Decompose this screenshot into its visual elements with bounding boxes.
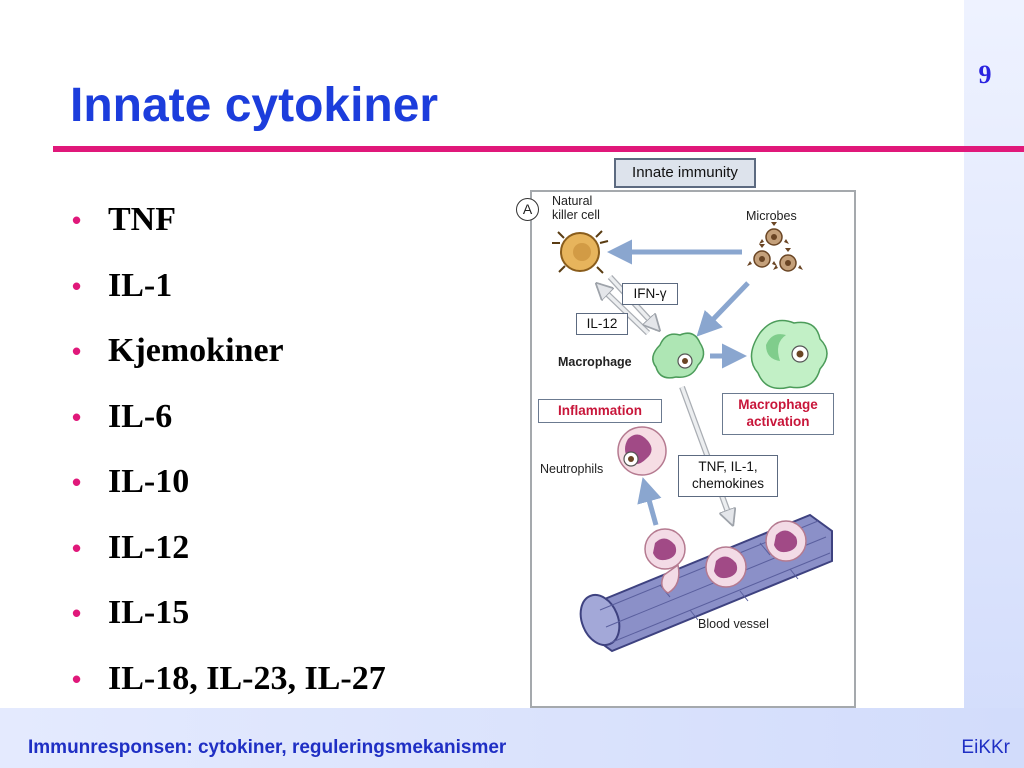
bullet-dot-icon: • [72, 336, 82, 366]
side-band [964, 0, 1024, 768]
ifn-gamma-label: IFN-γ [622, 283, 678, 305]
bullet-dot-icon: • [72, 205, 82, 235]
bullet-text: IL-1 [108, 266, 173, 304]
bullet-item: • IL-18, IL-23, IL-27 [72, 657, 386, 723]
neutrophils-label: Neutrophils [540, 462, 604, 476]
macrophage-activation-label: Macrophage activation [722, 393, 834, 435]
macrophage-label: Macrophage [558, 355, 632, 369]
footer-author: EiKKr [961, 737, 1010, 758]
microbe-to-macrophage-arrow [696, 281, 750, 337]
cytokines-label-line1: TNF, IL-1, [698, 459, 758, 474]
bullet-item: • TNF [72, 198, 386, 264]
title-underline [53, 146, 1024, 152]
nk-cell-label-line2: killer cell [552, 208, 600, 222]
nk-cell-label-line1: Natural [552, 194, 593, 208]
bullet-dot-icon: • [72, 598, 82, 628]
bullet-text: IL-12 [108, 528, 190, 566]
bullet-item: • IL-10 [72, 460, 386, 526]
microbes-label: Microbes [746, 209, 797, 223]
bullet-dot-icon: • [72, 467, 82, 497]
cytokines-label: TNF, IL-1, chemokines [678, 455, 778, 497]
slide-title: Innate cytokiner [70, 79, 439, 132]
figure-header: Innate immunity [614, 158, 756, 188]
figure-illustration [552, 222, 833, 653]
footer-band [0, 708, 1024, 768]
bullet-item: • IL-6 [72, 395, 386, 461]
bullet-item: • IL-1 [72, 264, 386, 330]
activated-macrophage-icon [750, 319, 828, 390]
natural-killer-cell-icon [552, 230, 609, 274]
blood-vessel-label: Blood vessel [698, 617, 769, 631]
blood-vessel-icon [579, 513, 833, 653]
bullet-dot-icon: • [72, 270, 82, 301]
bullet-text: IL-15 [108, 594, 190, 631]
bullet-text: IL-6 [108, 397, 173, 435]
activation-label-line1: Macrophage [738, 397, 818, 412]
innate-immunity-figure: Innate immunity A [510, 155, 856, 710]
il12-label: IL-12 [576, 313, 628, 335]
cytokines-label-line2: chemokines [691, 476, 765, 491]
slide-number: 9 [978, 60, 992, 89]
microbes-icon [747, 222, 803, 272]
bullet-text: TNF [108, 201, 176, 238]
bullet-dot-icon: • [72, 663, 82, 694]
nk-cell-label: Natural killer cell [552, 194, 600, 222]
bullet-text: Kjemokiner [108, 332, 284, 369]
bullet-text: IL-10 [108, 463, 190, 500]
bullet-item: • Kjemokiner [72, 329, 386, 395]
bullet-item: • IL-12 [72, 526, 386, 592]
vessel-to-neutrophil-arrow [637, 477, 662, 526]
bullet-item: • IL-15 [72, 591, 386, 657]
bullet-list: • TNF • IL-1 • Kjemokiner • IL-6 • IL-10 • IL-… [72, 198, 386, 722]
macrophage-icon [652, 332, 705, 379]
footer-course-title: Immunresponsen: cytokiner, reguleringsme… [28, 737, 507, 758]
bullet-text: IL-18, IL-23, IL-27 [108, 659, 386, 697]
activation-label-line2: activation [746, 414, 810, 429]
panel-marker: A [516, 198, 539, 221]
neutrophil-icon [617, 426, 667, 476]
bullet-dot-icon: • [72, 532, 82, 563]
bullet-dot-icon: • [72, 401, 82, 432]
inflammation-label: Inflammation [538, 399, 662, 423]
il12-arrow [598, 285, 651, 336]
